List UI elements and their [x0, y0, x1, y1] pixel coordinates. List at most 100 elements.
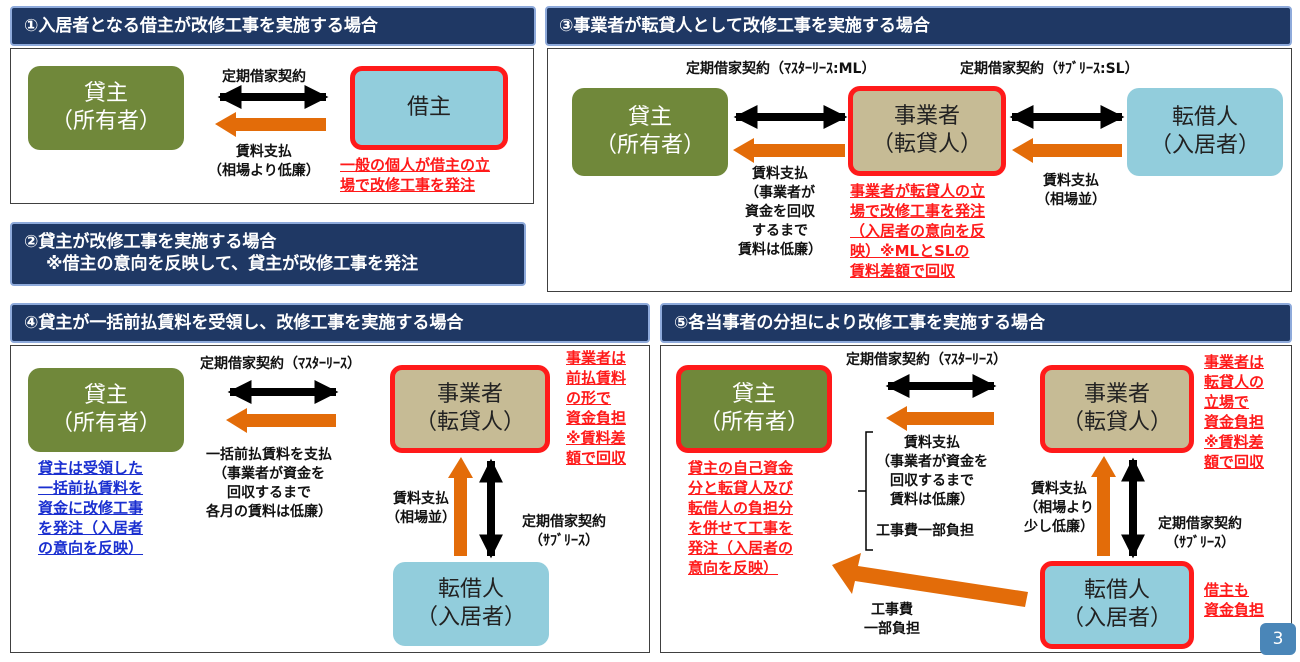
s4-red-line3: の形で — [566, 389, 612, 407]
s3-ml-label: 定期借家契約（ﾏｽﾀｰﾘｰｽ:ML） — [686, 61, 876, 77]
s5-red-business-note: 事業者は 転貸人の 立場で 資金負担 ※賃料差 額で回収 — [1204, 352, 1264, 472]
s4-blue-line1: 貸主は受領した — [38, 459, 144, 477]
s3-subtenant-label: 転借人 — [1171, 105, 1238, 130]
s5-red-owner-line2: 分と転貸人及び — [688, 479, 794, 497]
s3-rent-left-line1: 賃料支払 — [752, 166, 808, 182]
s5-sl-label: 定期借家契約 （ｻﾌﾞﾘｰｽ） — [1158, 515, 1242, 553]
s4-red-line1: 事業者は — [566, 349, 627, 367]
s3-rent-left-line4: するまで — [752, 223, 808, 239]
s4-business-sub: （転貸人） — [414, 410, 525, 435]
s4-red-line4: 資金負担 — [566, 409, 627, 427]
section-2-subtitle: ※借主の意向を反映して、貸主が改修工事を発注 — [46, 254, 419, 274]
s4-red-line2: 前払賃料 — [566, 369, 627, 387]
s4-ml-label: 定期借家契約（ﾏｽﾀｰﾘｰｽ） — [200, 356, 361, 372]
s4-blue-line2: 一括前払賃料を — [38, 479, 144, 497]
s4-subtenant-box: 転借人 （入居者） — [393, 562, 549, 646]
s4-owner-sub: （所有者） — [50, 411, 161, 436]
s1-tenant-box: 借主 — [350, 66, 508, 150]
s1-rent-line1: 賃料支払 — [235, 144, 292, 160]
s3-owner-label: 貸主 — [627, 105, 672, 130]
s4-business-label: 事業者 — [436, 382, 503, 407]
s5-red-subtenant-note: 借主も 資金負担 — [1204, 580, 1264, 620]
s5-subtenant-label: 転借人 — [1083, 578, 1150, 603]
section-5-header: ⑤各当事者の分担により改修工事を実施する場合 — [660, 303, 1292, 343]
s5-business-box: 事業者 （転貸人） — [1040, 365, 1194, 453]
s5-red-sub-line2: 資金負担 — [1204, 601, 1265, 619]
s3-subtenant-sub: （入居者） — [1149, 133, 1260, 158]
s3-subtenant-box: 転借人 （入居者） — [1127, 88, 1283, 176]
section-3-header: ③事業者が転貸人として改修工事を実施する場合 — [545, 6, 1292, 46]
s4-sl-label: 定期借家契約 （ｻﾌﾞﾘｰｽ） — [522, 513, 606, 551]
s1-rent-line2: （相場より低廉） — [208, 163, 320, 179]
s5-rent-line4: 賃料は低廉） — [890, 492, 974, 508]
s5-red-owner-line1: 貸主の自己資金 — [688, 459, 794, 477]
s4-business-box: 事業者 （転貸人） — [390, 365, 550, 453]
s5-subtenant-box: 転借人 （入居者） — [1040, 561, 1194, 649]
s5-rent-sub-line2: （相場より — [1024, 500, 1094, 516]
s5-cost-share-label: 工事費一部負担 — [876, 523, 974, 539]
s3-rent-right-line2: （相場並） — [1036, 192, 1106, 208]
s3-business-label: 事業者 — [893, 104, 960, 129]
s5-rent-sub-line1: 賃料支払 — [1031, 481, 1087, 497]
s3-sl-label: 定期借家契約（ｻﾌﾞﾘｰｽ:SL） — [960, 61, 1139, 77]
s4-prepay-line4: 各月の賃料は低廉） — [206, 504, 332, 520]
s4-prepay-line1: 一括前払賃料を支払 — [206, 447, 332, 463]
section-1-header: ①入居者となる借主が改修工事を実施する場合 — [10, 6, 536, 46]
s4-blue-note: 貸主は受領した 一括前払賃料を 資金に改修工事 を発注（入居者 の意向を反映） — [38, 458, 143, 558]
s3-rent-left-line3: 資金を回収 — [745, 204, 815, 220]
s1-owner-sub: （所有者） — [50, 109, 161, 134]
s4-red-line5: ※賃料差 — [566, 429, 626, 447]
s3-business-sub: （転貸人） — [871, 132, 982, 157]
s5-red-biz-line2: 転貸人の — [1204, 373, 1265, 391]
s4-subtenant-label: 転借人 — [437, 577, 504, 602]
s5-red-owner-line6: 意向を反映） — [688, 559, 779, 577]
s1-rent-label: 賃料支払 （相場より低廉） — [208, 143, 320, 181]
s4-rent-line2: （相場並） — [386, 510, 456, 526]
s3-note-line1: 事業者が転貸人の立 — [850, 182, 986, 200]
s5-sl-line2: （ｻﾌﾞﾘｰｽ） — [1165, 535, 1235, 551]
s5-rent-sub-line3: 少し低廉） — [1024, 519, 1094, 535]
s4-blue-line5: の意向を反映） — [38, 539, 144, 557]
s5-owner-sub: （所有者） — [698, 410, 809, 435]
s3-note-line5: 賃料差額で回収 — [850, 262, 956, 280]
s3-business-box: 事業者 （転貸人） — [848, 86, 1006, 176]
s3-note: 事業者が転貸人の立 場で改修工事を発注 （入居者の意向を反 映）※MLとSLの … — [850, 181, 985, 281]
s1-owner-box: 貸主 （所有者） — [28, 66, 184, 150]
s5-rent-line3: 回収するまで — [890, 473, 974, 489]
s4-blue-line3: 資金に改修工事 — [38, 499, 144, 517]
s5-red-owner-note: 貸主の自己資金 分と転貸人及び 転借人の負担分 を併せて工事を 発注（入居者の … — [688, 458, 793, 578]
s3-note-line2: 場で改修工事を発注 — [850, 202, 986, 220]
s5-ml-label: 定期借家契約（ﾏｽﾀｰﾘｰｽ） — [846, 352, 1007, 368]
s1-contract-label: 定期借家契約 — [222, 69, 306, 85]
s5-red-biz-line1: 事業者は — [1204, 353, 1265, 371]
s3-rent-right-line1: 賃料支払 — [1043, 173, 1099, 189]
s5-red-biz-line3: 立場で — [1204, 393, 1250, 411]
s3-owner-box: 貸主 （所有者） — [572, 88, 728, 176]
s4-owner-box: 貸主 （所有者） — [28, 368, 184, 452]
s3-owner-sub: （所有者） — [594, 133, 705, 158]
s4-rent-label: 賃料支払 （相場並） — [386, 490, 456, 528]
s1-note: 一般の個人が借主の立 場で改修工事を発注 — [340, 155, 490, 195]
s5-rent-line1: 賃料支払 — [904, 435, 960, 451]
s3-rent-left-label: 賃料支払 （事業者が 資金を回収 するまで 賃料は低廉） — [738, 165, 822, 260]
s5-sl-line1: 定期借家契約 — [1158, 516, 1242, 532]
s3-rent-left-line5: 賃料は低廉） — [738, 242, 822, 258]
s4-rent-line1: 賃料支払 — [393, 491, 449, 507]
section-2-header: ②貸主が改修工事を実施する場合 ※借主の意向を反映して、貸主が改修工事を発注 — [10, 222, 526, 286]
s5-rent-label: 賃料支払 （事業者が資金を 回収するまで 賃料は低廉） — [876, 434, 988, 510]
s4-red-line6: 額で回収 — [566, 449, 627, 467]
s5-red-biz-line6: 額で回収 — [1204, 453, 1265, 471]
s5-subtenant-sub: （入居者） — [1061, 606, 1172, 631]
s5-business-sub: （転貸人） — [1061, 410, 1172, 435]
s5-red-sub-line1: 借主も — [1204, 581, 1250, 599]
s5-cost-line2: 一部負担 — [864, 621, 920, 637]
s4-prepay-line2: （事業者が資金を — [213, 466, 325, 482]
s4-subtenant-sub: （入居者） — [415, 605, 526, 630]
s5-red-owner-line4: を併せて工事を — [688, 519, 794, 537]
s4-prepay-line3: 回収するまで — [227, 485, 311, 501]
s4-owner-label: 貸主 — [83, 383, 128, 408]
s4-blue-line4: を発注（入居者 — [38, 519, 144, 537]
s5-red-biz-line5: ※賃料差 — [1204, 433, 1264, 451]
s1-owner-label: 貸主 — [83, 81, 128, 106]
s5-business-label: 事業者 — [1083, 382, 1150, 407]
